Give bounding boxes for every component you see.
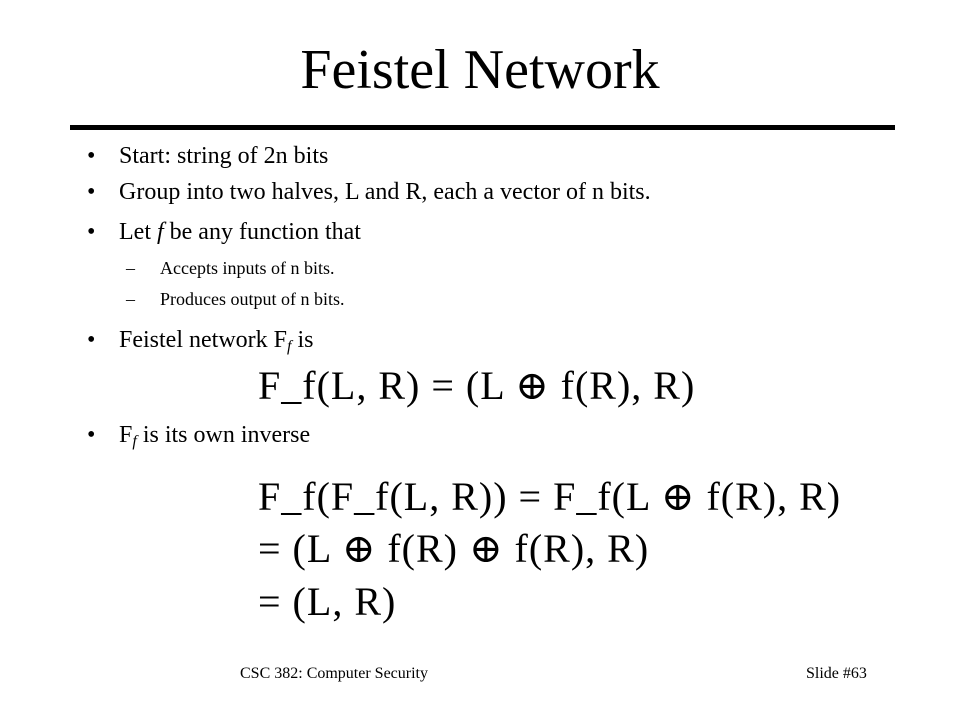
footer-slide-number: Slide #63 (806, 665, 867, 682)
bullet-text-prefix: Feistel network F (119, 327, 287, 353)
bullet-text-prefix: Let (119, 219, 157, 245)
sub-bullet-text: Accepts inputs of n bits. (160, 258, 335, 278)
bullet-icon: • (87, 179, 96, 205)
sub-bullet-text: Produces output of n bits. (160, 289, 345, 309)
dash-icon: – (126, 258, 135, 278)
equation-inverse-line-2: = (L ⊕ f(R) ⊕ f(R), R) (258, 526, 650, 571)
bullet-icon: • (87, 422, 96, 448)
dash-icon: – (126, 289, 135, 309)
bullet-icon: • (87, 327, 96, 353)
title-divider (70, 125, 895, 130)
sub-bullet-item: – Accepts inputs of n bits. (126, 256, 334, 280)
subscript-f: f (132, 433, 137, 450)
slide-title: Feistel Network (300, 39, 660, 101)
bullet-text: Group into two halves, L and R, each a v… (119, 179, 651, 205)
equation-inverse-line-1: F_f(F_f(L, R)) = F_f(L ⊕ f(R), R) (258, 474, 842, 519)
sub-bullet-item: – Produces output of n bits. (126, 287, 345, 311)
subscript-f: f (287, 338, 292, 355)
bullet-text-suffix: is its own inverse (136, 422, 311, 448)
bullet-item: • Ff is its own inverse (87, 420, 310, 457)
bullet-item: • Group into two halves, L and R, each a … (87, 177, 651, 207)
footer-course: CSC 382: Computer Security (240, 665, 428, 682)
bullet-item: • Let f be any function that (87, 217, 361, 247)
bullet-icon: • (87, 143, 96, 169)
bullet-text-prefix: F (119, 422, 133, 448)
bullet-text: Start: string of 2n bits (119, 143, 329, 169)
bullet-icon: • (87, 219, 96, 245)
function-symbol: f (156, 219, 164, 245)
bullet-item: • Feistel network Ff is (87, 325, 313, 362)
bullet-text-suffix: is (291, 327, 314, 353)
equation-definition: F_f(L, R) = (L ⊕ f(R), R) (258, 363, 696, 408)
bullet-text-suffix: be any function that (163, 219, 361, 245)
bullet-item: • Start: string of 2n bits (87, 141, 328, 171)
equation-inverse-line-3: = (L, R) (258, 579, 397, 624)
